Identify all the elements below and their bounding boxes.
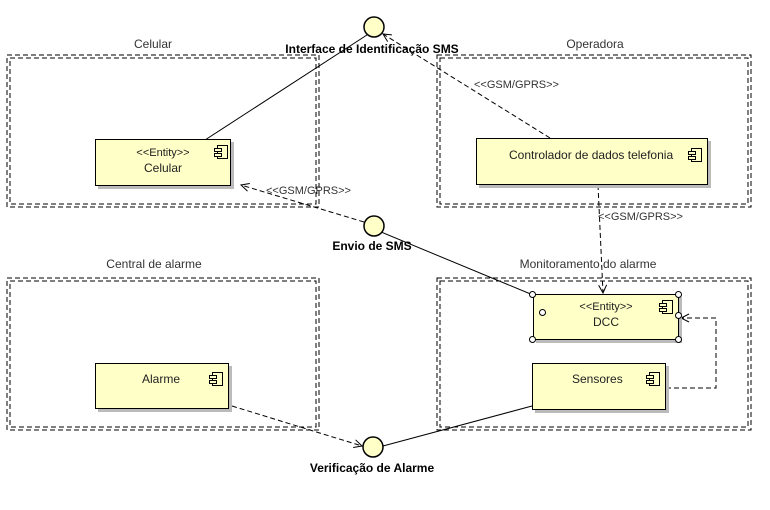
selection-handle[interactable] — [529, 336, 536, 343]
component-celular-name: Celular — [143, 161, 182, 175]
interface-verificacao-circle[interactable] — [362, 436, 384, 458]
component-controlador-name: Controlador de dados telefonia — [509, 148, 674, 162]
component-dcc-name: DCC — [593, 315, 619, 329]
dependency-label-operadora: <<GSM/GPRS>> — [474, 79, 559, 91]
component-sensores[interactable]: Sensores — [532, 363, 666, 410]
dependency-controlador-dcc — [597, 184, 603, 293]
package-title-central: Central de alarme — [106, 257, 202, 271]
port-handle[interactable] — [539, 309, 546, 316]
connector-envio-dcc — [380, 231, 534, 296]
dependency-label-envio: <<GSM/GPRS>> — [266, 185, 351, 197]
dependency-label-dcc: <<GSM/GPRS>> — [598, 211, 683, 223]
interface-envio-circle[interactable] — [363, 215, 385, 237]
component-alarme[interactable]: Alarme — [95, 363, 229, 409]
package-frame-celular — [6, 54, 320, 208]
package-frame-monitoramento — [436, 277, 752, 431]
interface-verificacao-label: Verificação de Alarme — [309, 461, 435, 475]
component-icon — [214, 145, 228, 159]
component-icon — [646, 372, 660, 386]
dependency-sensores-dcc — [666, 318, 717, 389]
component-icon — [688, 148, 702, 162]
package-title-celular: Celular — [133, 37, 173, 51]
component-icon — [209, 372, 223, 386]
port-handle[interactable] — [675, 312, 682, 319]
component-icon — [659, 300, 673, 314]
selection-handle[interactable] — [675, 336, 682, 343]
dependency-controlador-sms — [383, 34, 551, 139]
component-controlador[interactable]: Controlador de dados telefonia — [476, 138, 708, 185]
interface-envio-label: Envio de SMS — [332, 239, 412, 253]
package-title-monitoramento: Monitoramento do alarme — [519, 257, 657, 271]
connector-celular-sms — [204, 32, 371, 141]
package-title-operadora: Operadora — [566, 37, 624, 51]
dependency-alarme-verificacao — [231, 405, 362, 446]
interface-sms-id-circle[interactable] — [363, 16, 385, 38]
component-celular[interactable]: <<Entity>> Celular — [95, 139, 231, 186]
dependency-envio-celular — [241, 185, 365, 223]
package-frame-operadora — [436, 54, 752, 208]
package-frame-central — [6, 277, 320, 431]
connector-sensores-verificacao — [382, 405, 533, 447]
component-dcc-stereotype: <<Entity>> — [579, 301, 633, 313]
component-celular-stereotype: <<Entity>> — [136, 147, 190, 159]
component-alarme-name: Alarme — [142, 372, 181, 386]
component-sensores-name: Sensores — [572, 372, 623, 386]
interface-sms-id-label: Interface de Identificação SMS — [285, 42, 459, 56]
component-dcc[interactable]: <<Entity>> DCC — [533, 294, 679, 340]
selection-handle[interactable] — [529, 291, 536, 298]
selection-handle[interactable] — [675, 291, 682, 298]
